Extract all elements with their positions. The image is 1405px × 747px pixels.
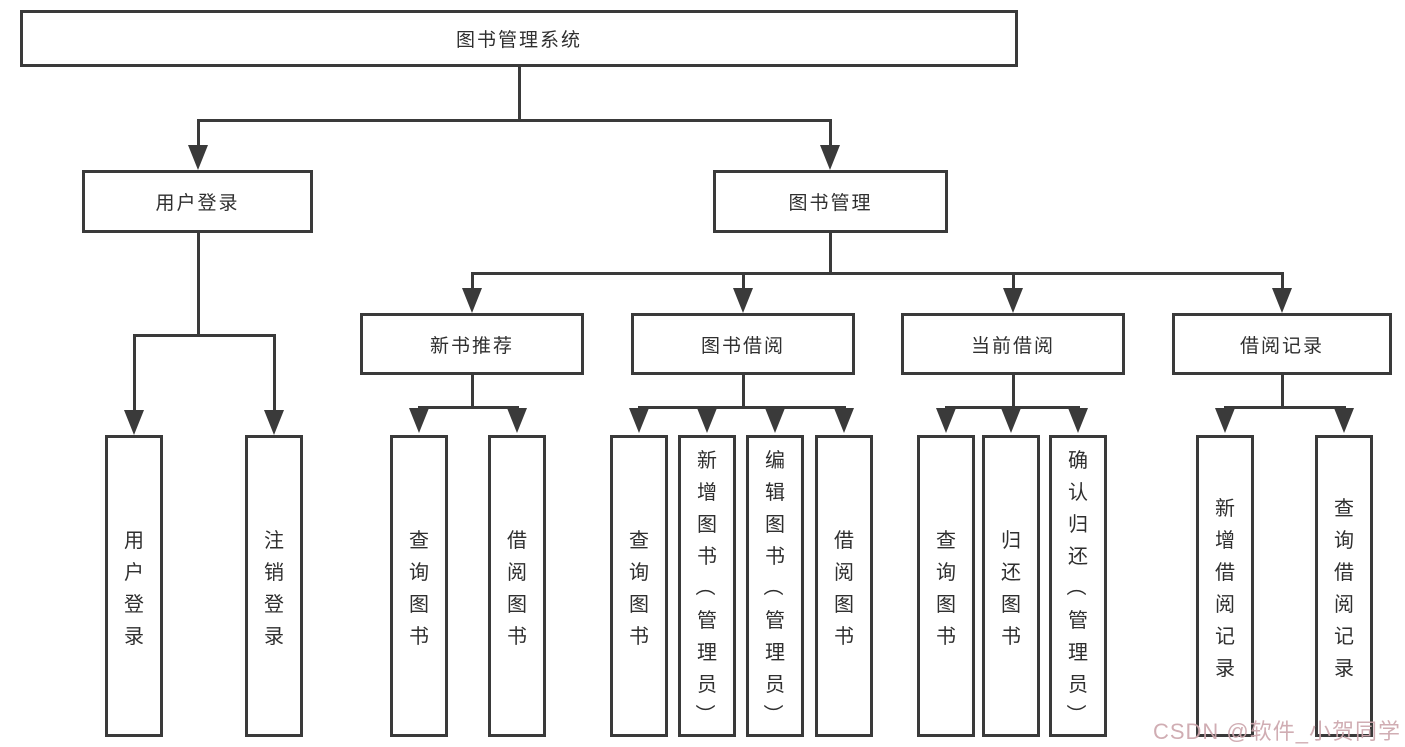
arrow-down-icon xyxy=(1272,288,1292,313)
arrow-down-icon xyxy=(409,408,429,433)
connector-level2-rail xyxy=(197,119,832,122)
arrow-down-icon xyxy=(1001,408,1021,433)
arrow-down-icon xyxy=(507,408,527,433)
arrow-down-icon xyxy=(1334,408,1354,433)
node-label: 用户登录 xyxy=(155,193,240,214)
connector-leaf-drop xyxy=(273,334,276,412)
arrow-down-icon xyxy=(834,408,854,433)
connector-records-rail xyxy=(1224,406,1346,409)
connector-user-login-rail xyxy=(133,334,276,337)
node-user-login: 用户登录 xyxy=(82,170,313,233)
arrow-down-icon xyxy=(936,408,956,433)
leaf-query-books-current: 查询图书 xyxy=(917,435,975,737)
connector-level3-rail xyxy=(471,272,1284,275)
arrow-down-icon xyxy=(1068,408,1088,433)
leaf-query-borrow-record: 查询借阅记录 xyxy=(1315,435,1373,737)
connector-level3-drop xyxy=(1012,272,1015,290)
leaf-query-books-borrowing: 查询图书 xyxy=(610,435,668,737)
leaf-borrow-books-recommend: 借阅图书 xyxy=(488,435,546,737)
leaf-add-book-admin: 新增图书（管理员） xyxy=(678,435,736,737)
connector-user-login-stem xyxy=(197,233,200,335)
connector-records-stem xyxy=(1281,375,1284,407)
arrow-down-icon xyxy=(733,288,753,313)
connector-level3-drop xyxy=(742,272,745,290)
csdn-watermark: CSDN @软件_小贺同学 xyxy=(1152,719,1401,744)
leaf-return-book: 归还图书 xyxy=(982,435,1040,737)
arrow-down-icon xyxy=(1003,288,1023,313)
node-borrowing-records: 借阅记录 xyxy=(1172,313,1392,375)
arrow-down-icon xyxy=(462,288,482,313)
arrow-down-icon xyxy=(264,410,284,435)
arrow-down-icon xyxy=(765,408,785,433)
connector-level3-drop xyxy=(471,272,474,290)
leaf-query-books-recommend: 查询图书 xyxy=(390,435,448,737)
connector-recommend-stem xyxy=(471,375,474,407)
connector-recommend-rail xyxy=(418,406,519,409)
arrow-down-icon xyxy=(188,145,208,170)
node-label: 图书管理 xyxy=(788,193,873,214)
connector-current-stem xyxy=(1012,375,1015,407)
arrow-down-icon xyxy=(1215,408,1235,433)
leaf-confirm-return-admin: 确认归还（管理员） xyxy=(1049,435,1107,737)
leaf-add-borrow-record: 新增借阅记录 xyxy=(1196,435,1254,737)
connector-user-login-drop xyxy=(197,119,200,148)
connector-book-mgmt-drop xyxy=(829,119,832,148)
node-book-borrowing: 图书借阅 xyxy=(631,313,855,375)
leaf-borrow-books-borrowing: 借阅图书 xyxy=(815,435,873,737)
connector-current-rail xyxy=(945,406,1080,409)
connector-level3-drop xyxy=(1281,272,1284,290)
connector-root-stem xyxy=(518,66,521,120)
node-label: 图书管理系统 xyxy=(455,30,582,51)
node-label: 图书借阅 xyxy=(700,335,785,357)
arrow-down-icon xyxy=(697,408,717,433)
arrow-down-icon xyxy=(124,410,144,435)
leaf-user-login: 用户登录 xyxy=(105,435,163,737)
node-book-management: 图书管理 xyxy=(713,170,948,233)
node-label: 借阅记录 xyxy=(1239,335,1324,357)
node-current-borrowing: 当前借阅 xyxy=(901,313,1125,375)
connector-borrowing-rail xyxy=(638,406,846,409)
connector-borrowing-stem xyxy=(742,375,745,407)
node-new-book-recommend: 新书推荐 xyxy=(360,313,584,375)
node-label: 新书推荐 xyxy=(429,335,514,357)
node-root-library-system: 图书管理系统 xyxy=(20,10,1018,67)
connector-book-mgmt-stem xyxy=(829,233,832,274)
arrow-down-icon xyxy=(629,408,649,433)
node-label: 当前借阅 xyxy=(970,335,1055,357)
connector-leaf-drop xyxy=(133,334,136,412)
arrow-down-icon xyxy=(820,145,840,170)
leaf-edit-book-admin: 编辑图书（管理员） xyxy=(746,435,804,737)
leaf-logout: 注销登录 xyxy=(245,435,303,737)
